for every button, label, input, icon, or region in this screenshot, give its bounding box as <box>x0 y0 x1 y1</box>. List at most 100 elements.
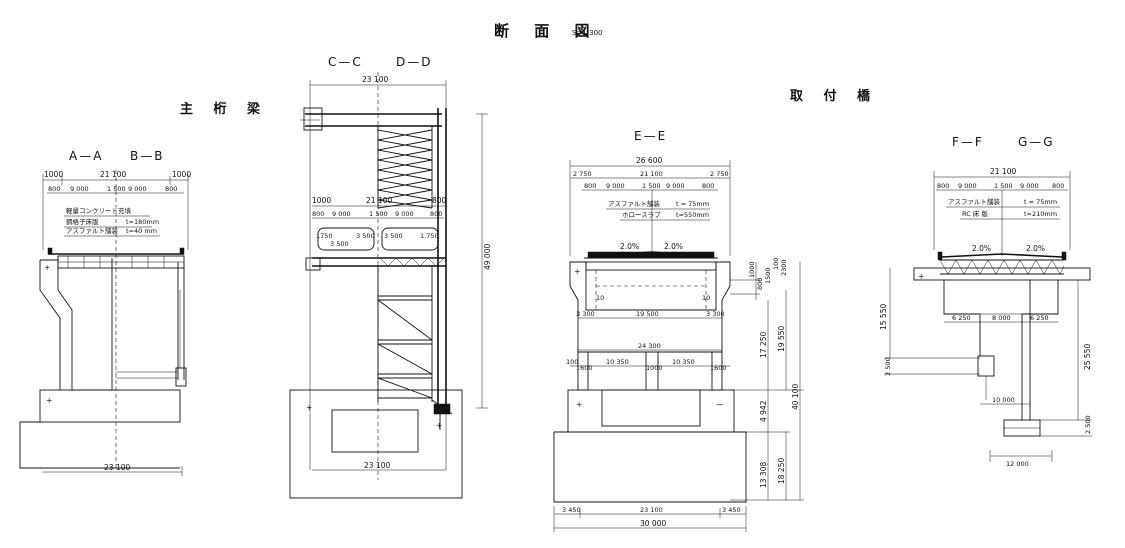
ee-layer-value: t = 75mm <box>676 200 709 208</box>
ee-top-row: 2 750 <box>710 170 729 178</box>
ff-slope: 2.0% <box>972 244 991 253</box>
svg-text:+: + <box>436 421 442 430</box>
ee-lane-dim: 800 <box>702 182 714 190</box>
ee-cap-dim: 1000 <box>646 364 663 372</box>
ff-pier-row: 6 250 <box>952 314 971 322</box>
ee-layer-label: ホロースラブ <box>622 210 661 219</box>
ee-cap-dim: 10 350 <box>672 358 695 366</box>
section-ff-gg: F—F G—G 21 100 800 9 000 1 500 9 000 800… <box>879 135 1092 468</box>
ee-right-height: 19 550 <box>777 326 786 352</box>
cc-inner-lane: 3 500 <box>356 232 375 240</box>
ee-right-height: 4 942 <box>759 400 768 422</box>
heading-approach-bridge: 取 付 橋 <box>790 88 878 104</box>
ee-bottom-row: 3 450 <box>562 506 581 514</box>
drawing-scale: S=1:300 <box>572 29 602 37</box>
ff-top-total: 21 100 <box>990 167 1016 176</box>
aa-layer-label: 軽量コンクリート充填 <box>66 206 132 215</box>
ee-bottom-total: 30 000 <box>640 519 666 528</box>
ee-cap-dim: 100 <box>566 358 578 366</box>
cc-inner-lane: 3 500 <box>330 240 349 248</box>
cc-lane-dim: 1 500 <box>369 210 388 218</box>
ff-right-height: 2 500 <box>1084 415 1092 434</box>
section-aa-bb: A—A B—B 1000 21 100 1000 800 9 000 1 500… <box>19 149 191 476</box>
ee-lane-dim: 9 000 <box>606 182 625 190</box>
aa-lane-dim: 800 <box>48 185 60 193</box>
aa-layer-label: アスファルト舗装 <box>66 226 119 235</box>
ff-left-height: 2 500 <box>884 357 892 376</box>
ff-lane-dim: 800 <box>1052 182 1064 190</box>
section-label-ff: F—F <box>952 135 984 149</box>
drawing-title: 断 面 図 <box>494 22 599 40</box>
ee-pier-width: 24 300 <box>638 342 661 350</box>
aa-dim-edge-right: 1000 <box>172 170 191 179</box>
aa-lane-dim: 1 500 <box>107 185 126 193</box>
ee-cap-dim: 10 350 <box>606 358 629 366</box>
ff-layer-value: t=210mm <box>1024 210 1057 218</box>
ee-slope: 2.0% <box>664 242 683 251</box>
ee-right-small: 100 <box>772 258 780 270</box>
ee-layer-label: アスファルト舗装 <box>608 199 661 208</box>
cc-inner-lane: 1 750 <box>420 232 439 240</box>
cc-inner-lane: 1750 <box>316 232 333 240</box>
ee-right-small: 1500 <box>764 267 772 284</box>
ee-bottom-row: 23 100 <box>640 506 663 514</box>
ff-column-width: 10 000 <box>992 396 1015 404</box>
aa-layer-value: t=180mm <box>126 218 159 226</box>
cc-lane-dim: 800 <box>312 210 324 218</box>
svg-text:+: + <box>44 263 50 272</box>
ee-right-small: 1000 <box>748 261 756 278</box>
svg-text:+: + <box>576 400 582 409</box>
cc-inner-lane: 3 500 <box>384 232 403 240</box>
cc-deck-edge-right: 800 <box>432 196 447 205</box>
ff-lane-dim: 9 000 <box>1020 182 1039 190</box>
ee-right-height: 17 250 <box>759 332 768 358</box>
cc-top-total: 23 100 <box>362 75 388 84</box>
cc-lane-dim: 800 <box>430 210 442 218</box>
ff-right-height: 25 550 <box>1083 344 1092 370</box>
ff-slope: 2.0% <box>1026 244 1045 253</box>
aa-lane-dim: 800 <box>165 185 177 193</box>
section-label-aa: A—A <box>69 149 103 163</box>
ee-lane-dim: 9 000 <box>666 182 685 190</box>
aa-bottom-total: 23 100 <box>104 463 130 472</box>
aa-dim-top-total: 21 100 <box>100 170 126 179</box>
ee-top-row: 21 100 <box>640 170 663 178</box>
svg-text:+: + <box>46 396 52 405</box>
cc-deck-edge: 1000 <box>312 196 331 205</box>
ff-left-height: 15 550 <box>879 304 888 330</box>
svg-text:+: + <box>918 272 924 281</box>
aa-lane-dim: 9 000 <box>128 185 147 193</box>
heading-main-girder: 主 桁 梁 <box>180 101 268 117</box>
ee-top-total: 26 600 <box>636 156 662 165</box>
ff-layer-label: アスファルト舗装 <box>948 197 1001 206</box>
ff-pier-row: 6 250 <box>1030 314 1049 322</box>
ee-lane-dim: 800 <box>584 182 596 190</box>
aa-layer-label: 鋼格子床版 <box>66 217 99 226</box>
ee-pier-top: 3 300 <box>576 310 595 318</box>
cc-bottom-total: 23 100 <box>364 461 390 470</box>
svg-text:+: + <box>574 267 580 276</box>
ee-right-height: 18 250 <box>777 458 786 484</box>
section-ee: E—E 26 600 2 750 21 100 2 750 800 9 000 … <box>553 129 804 532</box>
ee-pier-top: 3 300 <box>706 310 725 318</box>
ee-top-row: 2 750 <box>573 170 592 178</box>
ff-lane-dim: 1 500 <box>994 182 1013 190</box>
ee-right-height: 13 308 <box>759 462 768 488</box>
aa-lane-dim: 9 000 <box>70 185 89 193</box>
section-label-cc: C—C <box>328 55 363 69</box>
ee-pier-top: 19 500 <box>636 310 659 318</box>
ff-footing-width: 12 000 <box>1006 460 1029 468</box>
aa-layer-value: t=40 mm <box>126 227 157 235</box>
ff-layer-value: t = 75mm <box>1024 198 1057 206</box>
ee-cap-dim: 1600 <box>576 364 593 372</box>
svg-text:—: — <box>716 400 724 409</box>
ff-pier-row: 8 000 <box>992 314 1011 322</box>
section-label-bb: B—B <box>130 149 164 163</box>
section-label-gg: G—G <box>1018 135 1055 149</box>
ee-right-small: 2300 <box>780 259 788 276</box>
ff-lane-dim: 800 <box>937 182 949 190</box>
cc-deck-total: 21 100 <box>366 196 392 205</box>
cc-lane-dim: 9 000 <box>395 210 414 218</box>
ee-bottom-row: 3 450 <box>722 506 741 514</box>
